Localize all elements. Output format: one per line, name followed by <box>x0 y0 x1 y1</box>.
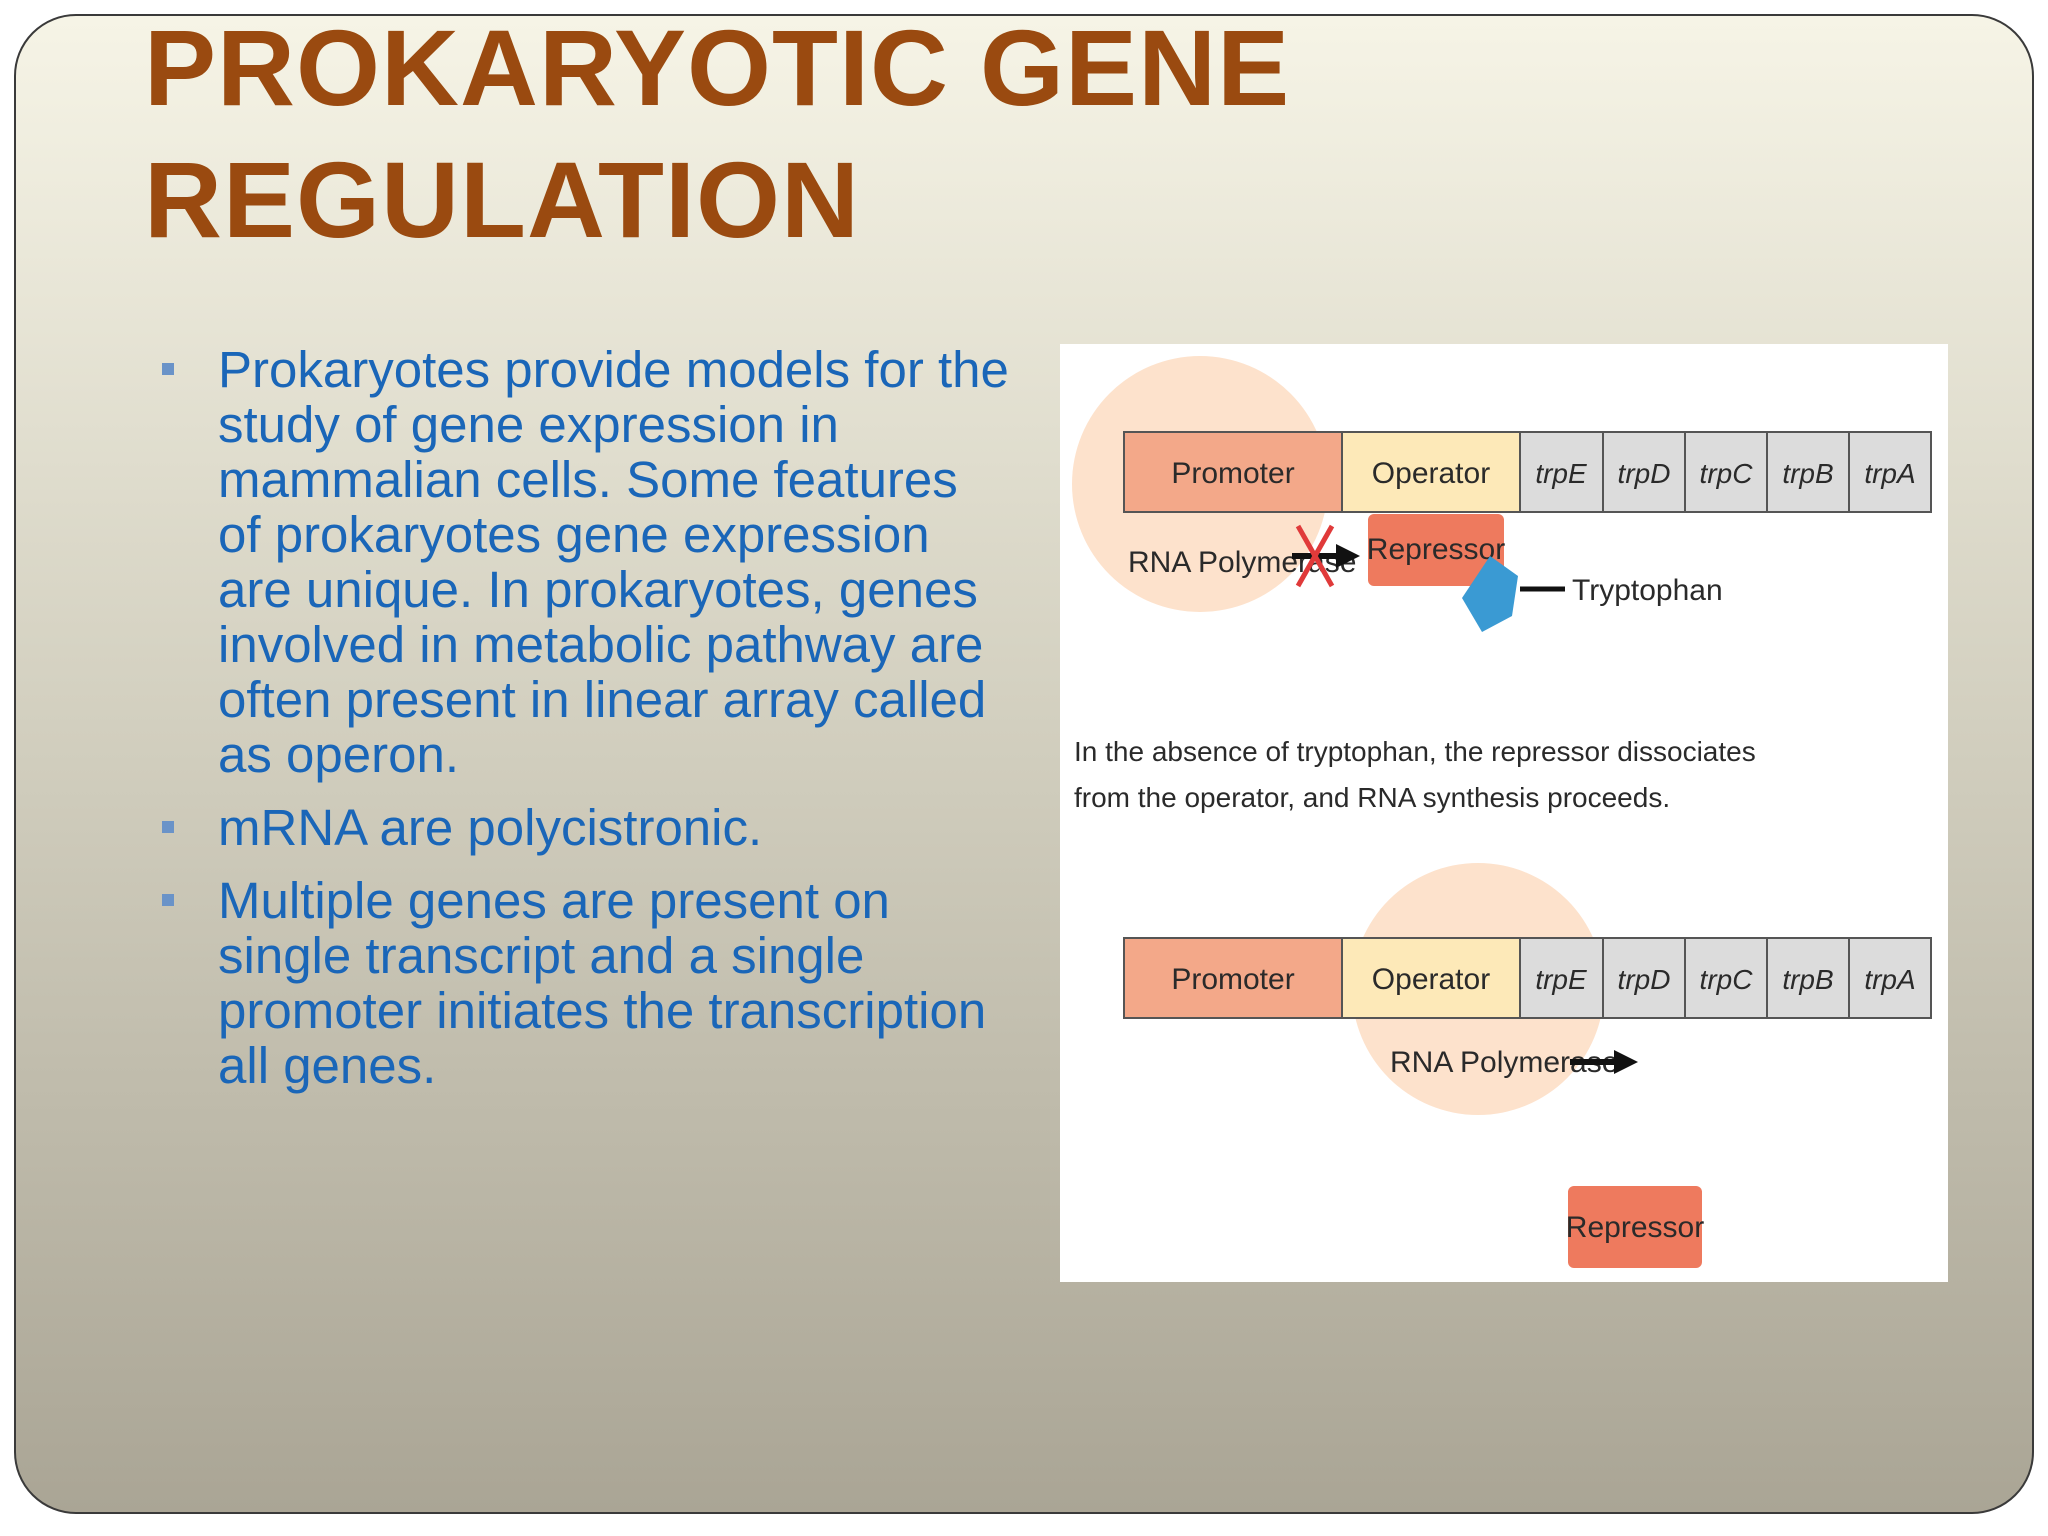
operator-box <box>1341 431 1521 513</box>
operator-label: Operator <box>1372 963 1490 996</box>
square-bullet-icon <box>162 363 174 375</box>
gene-label-trpD: trpD <box>1618 964 1671 995</box>
repressor-label: Repressor <box>1367 533 1505 566</box>
bullet-item: Multiple genes are present on single tra… <box>144 873 1014 1093</box>
gene-box-trpB <box>1766 431 1850 513</box>
bullet-item: Prokaryotes provide models for the study… <box>144 342 1014 782</box>
square-bullet-icon <box>162 894 174 906</box>
transcription-arrow-icon <box>1570 1050 1638 1074</box>
gene-box-trpA <box>1848 431 1932 513</box>
gene-label-trpA: trpA <box>1864 458 1915 489</box>
gene-box-trpC <box>1684 431 1768 513</box>
gene-label-trpB: trpB <box>1782 458 1833 489</box>
gene-label-trpC: trpC <box>1700 964 1754 995</box>
gene-label-trpA: trpA <box>1864 964 1915 995</box>
title-line-1: PROKARYOTIC GENE <box>144 14 1291 128</box>
promoter-box <box>1123 937 1343 1019</box>
gene-box-trpB <box>1766 937 1850 1019</box>
gene-label-trpB: trpB <box>1782 964 1833 995</box>
gene-box-trpC <box>1684 937 1768 1019</box>
square-bullet-icon <box>162 821 174 833</box>
repressor-bound-shape <box>1368 514 1504 586</box>
gene-label-trpE: trpE <box>1535 458 1587 489</box>
figure-caption-line-2: from the operator, and RNA synthesis pro… <box>1074 782 1670 813</box>
repressor-free-shape <box>1568 1186 1702 1268</box>
gene-box-trpE <box>1519 937 1604 1019</box>
bullet-text: mRNA are polycistronic. <box>218 799 763 856</box>
tryptophan-shape <box>1462 556 1518 632</box>
trp-operon-diagram: Promoter Operator trpE trpD trpC trpB tr… <box>1072 356 1932 1268</box>
repressor-label-bottom: Repressor <box>1566 1211 1704 1244</box>
bullet-list: Prokaryotes provide models for the study… <box>144 342 1014 1111</box>
rna-polymerase-label: RNA Polymerase <box>1128 546 1356 579</box>
gene-label-trpC: trpC <box>1700 458 1754 489</box>
operon-strip-top: Promoter Operator trpE trpD trpC trpB tr… <box>1123 431 1932 513</box>
trp-operon-figure: Promoter Operator trpE trpD trpC trpB tr… <box>1060 344 1948 1282</box>
operator-label: Operator <box>1372 457 1490 490</box>
promoter-label: Promoter <box>1171 457 1294 490</box>
bullet-text: Prokaryotes provide models for the study… <box>218 341 1009 783</box>
operon-strip-bottom: Promoter Operator trpE trpD trpC trpB tr… <box>1123 937 1932 1019</box>
bullet-item: mRNA are polycistronic. <box>144 800 1014 855</box>
promoter-label: Promoter <box>1171 963 1294 996</box>
block-x-icon <box>1295 524 1335 588</box>
tryptophan-label: Tryptophan <box>1572 574 1723 607</box>
bullet-text: Multiple genes are present on single tra… <box>218 872 987 1094</box>
slide: PROKARYOTIC GENE REGULATION Prokaryotes … <box>14 14 2034 1514</box>
gene-label-trpE: trpE <box>1535 964 1587 995</box>
gene-box-trpA <box>1848 937 1932 1019</box>
slide-title: PROKARYOTIC GENE REGULATION <box>144 14 1744 266</box>
figure-caption-line-1: In the absence of tryptophan, the repres… <box>1074 736 1756 767</box>
gene-label-trpD: trpD <box>1618 458 1671 489</box>
title-line-2: REGULATION <box>144 139 860 260</box>
